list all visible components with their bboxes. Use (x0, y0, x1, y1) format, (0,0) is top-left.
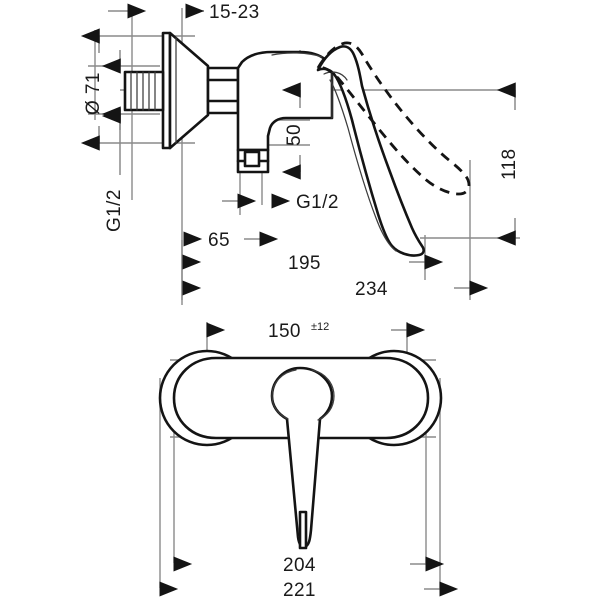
dimension-label-escutcheon-diameter: Ø 71 (83, 72, 104, 115)
thread-hatching (130, 71, 156, 111)
dimension-label-inlet-thread: G1/2 (104, 189, 125, 232)
dimension-label-overall-width: 221 (283, 580, 316, 600)
escutcheon-assembly (123, 31, 210, 150)
dimension-inlet-thread: G1/2 (101, 108, 125, 232)
dimension-inlet-spacing: 150 ±12 (206, 321, 426, 342)
dimension-label-wall-offset: 15-23 (209, 2, 260, 23)
dimension-label-lever-reach: 195 (288, 253, 321, 274)
dimension-label-inlet-to-outlet: 65 (208, 230, 230, 251)
union-nut (206, 66, 240, 115)
dimension-label-outlet-thread: G1/2 (296, 192, 339, 213)
dimension-outlet-thread: G1/2 (222, 192, 339, 213)
dimension-overall-width: 221 (159, 580, 459, 600)
dimension-overall-depth: 234 (182, 279, 489, 300)
dimension-label-overall-depth: 234 (355, 279, 388, 300)
dimension-handle-height: 118 (496, 82, 520, 246)
dimension-wall-offset: 15-23 (108, 2, 260, 23)
lever-handle-closed (316, 45, 425, 257)
dimension-label-body-width: 204 (283, 555, 316, 576)
dimension-label-inlet-spacing-tolerance: ±12 (311, 321, 329, 333)
lever-handle-open-ghost (316, 41, 471, 196)
mixer-body (236, 50, 334, 174)
dimension-label-outlet-height: 50 (284, 124, 305, 146)
dimension-lever-reach: 195 (182, 253, 444, 274)
dimension-outlet-height: 50 (281, 82, 305, 180)
dimension-inlet-to-outlet: 65 (183, 230, 279, 251)
dimension-label-handle-height: 118 (499, 149, 520, 181)
front-elevation-view: 150 ±12 204 221 (158, 321, 459, 600)
dimension-label-inlet-spacing: 150 (268, 321, 301, 342)
side-elevation-view: 15-23 Ø 71 G1/2 50 (80, 2, 520, 305)
dimension-escutcheon-diameter: Ø 71 (80, 28, 121, 151)
front-lever-handle (270, 366, 335, 550)
dimension-body-width: 204 (173, 555, 445, 576)
